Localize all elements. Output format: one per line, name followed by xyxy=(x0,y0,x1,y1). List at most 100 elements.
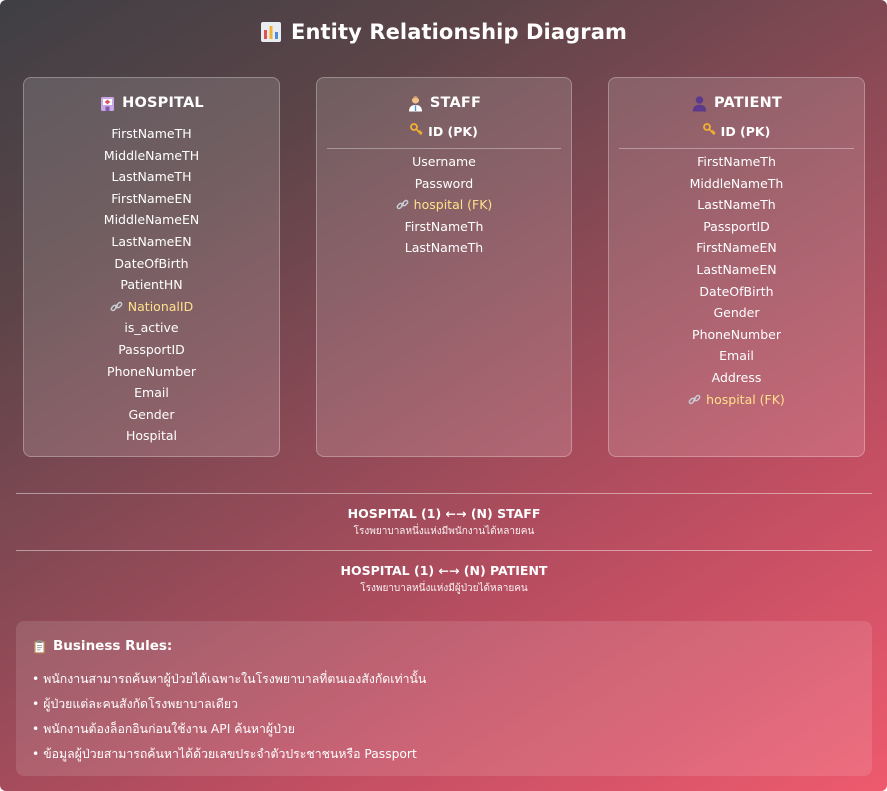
entity-field-label: LastNameEN xyxy=(696,261,777,277)
entity-field: LastNameEN xyxy=(609,259,864,281)
entity-field-label: hospital (FK) xyxy=(706,391,785,407)
bar-chart-icon xyxy=(260,21,282,43)
business-rule-item: •ผู้ป่วยแต่ละคนสังกัดโรงพยาบาลเดียว xyxy=(32,692,856,717)
entity-field: Email xyxy=(609,345,864,367)
bullet-icon: • xyxy=(32,722,40,736)
entity-field-label: LastNameTh xyxy=(697,197,776,213)
entity-card-hospital: HOSPITAL FirstNameTH MiddleNameTH LastName… xyxy=(23,77,280,457)
business-rules-list: •พนักงานสามารถค้นหาผู้ป่วยได้เฉพาะในโรงพ… xyxy=(32,667,856,767)
business-rules-panel: Business Rules: •พนักงานสามารถค้นหาผู้ป่… xyxy=(16,621,872,776)
entity-field-label: PhoneNumber xyxy=(107,363,196,379)
link-icon xyxy=(396,198,409,211)
entity-header-staff: STAFF xyxy=(317,93,571,113)
page-title-text: Entity Relationship Diagram xyxy=(291,20,627,44)
entity-field-label: Gender xyxy=(128,406,175,422)
primary-key-label-patient: ID (PK) xyxy=(720,124,771,139)
entity-field: Gender xyxy=(24,404,279,426)
business-rules-title: Business Rules: xyxy=(53,638,173,654)
entity-field: is_active xyxy=(24,317,279,339)
primary-key-row-staff: ID (PK) xyxy=(327,123,561,149)
entity-field: PassportID xyxy=(24,339,279,361)
entity-field: NationalID xyxy=(24,296,279,318)
entity-field: MiddleNameTh xyxy=(609,173,864,195)
entity-header-hospital: HOSPITAL xyxy=(24,93,279,113)
link-icon xyxy=(110,300,123,313)
key-icon xyxy=(702,123,716,136)
relationship-label: HOSPITAL (1) ←→ (N) PATIENT xyxy=(340,563,548,578)
entity-field: LastNameTH xyxy=(24,166,279,188)
relationship-description: โรงพยาบาลหนึ่งแห่งมีพนักงานได้หลายคน xyxy=(353,526,535,537)
entity-field-label: LastNameEN xyxy=(111,233,192,249)
entity-name-patient: PATIENT xyxy=(713,95,782,111)
entity-field-label: is_active xyxy=(124,320,179,336)
entity-field: Username xyxy=(317,151,571,173)
entity-field: Email xyxy=(24,382,279,404)
entity-field-label: PhoneNumber xyxy=(692,326,781,342)
entity-header-patient: PATIENT xyxy=(609,93,864,113)
entity-field: LastNameTh xyxy=(609,194,864,216)
entity-field-label: FirstNameTh xyxy=(697,154,776,169)
hospital-icon xyxy=(99,95,116,112)
key-icon xyxy=(410,123,423,136)
entity-field-label: FirstNameEN xyxy=(111,190,192,206)
business-rule-text: ข้อมูลผู้ป่วยสามารถค้นหาได้ด้วยเลขประจำต… xyxy=(43,747,417,761)
primary-key-row-patient: ID (PK) xyxy=(619,123,854,149)
bullet-icon: • xyxy=(32,697,40,711)
entity-field: PhoneNumber xyxy=(24,361,279,383)
entity-field-label: Gender xyxy=(713,305,760,321)
business-rule-item: •พนักงานสามารถค้นหาผู้ป่วยได้เฉพาะในโรงพ… xyxy=(32,667,856,692)
page-title: Entity Relationship Diagram xyxy=(0,20,887,44)
relationship-hospital-patient: HOSPITAL (1) ←→ (N) PATIENT โรงพยาบาลหนึ… xyxy=(16,550,872,596)
entity-field-label: FirstNameEN xyxy=(696,240,777,256)
entity-field-label: DateOfBirth xyxy=(699,283,774,299)
entity-field: DateOfBirth xyxy=(609,281,864,303)
business-rule-text: ผู้ป่วยแต่ละคนสังกัดโรงพยาบาลเดียว xyxy=(43,697,238,711)
entity-field: MiddleNameEN xyxy=(24,209,279,231)
business-rule-item: •พนักงานต้องล็อกอินก่อนใช้งาน API ค้นหาผ… xyxy=(32,717,856,742)
entity-field-label: FirstNameTH xyxy=(111,126,192,141)
entity-field-label: hospital (FK) xyxy=(413,197,493,213)
relationship-hospital-staff: HOSPITAL (1) ←→ (N) STAFF โรงพยาบาลหนึ่ง… xyxy=(16,493,872,539)
entity-field-label: PatientHN xyxy=(120,277,183,293)
entity-field-label: DateOfBirth xyxy=(114,255,189,271)
entity-field: Hospital xyxy=(24,425,279,447)
entity-field-label: Address xyxy=(711,369,762,385)
person-icon xyxy=(691,95,708,112)
entity-field: FirstNameTh xyxy=(609,151,864,173)
entity-field-label: Email xyxy=(719,348,754,364)
entity-field: PassportID xyxy=(609,216,864,238)
entity-field: FirstNameEN xyxy=(609,237,864,259)
entity-name-hospital: HOSPITAL xyxy=(122,95,204,111)
entity-field-label: NationalID xyxy=(127,298,194,314)
primary-key-label-staff: ID (PK) xyxy=(428,124,478,139)
entity-field: FirstNameTh xyxy=(317,216,571,238)
entity-field: Address xyxy=(609,367,864,389)
entity-field-label: FirstNameTh xyxy=(404,218,484,234)
doctor-icon xyxy=(407,95,424,112)
entity-field-label: LastNameTh xyxy=(404,240,484,256)
entity-field-label: PassportID xyxy=(703,218,770,234)
business-rule-text: พนักงานสามารถค้นหาผู้ป่วยได้เฉพาะในโรงพย… xyxy=(43,672,427,686)
relationship-description: โรงพยาบาลหนึ่งแห่งมีผู้ป่วยได้หลายคน xyxy=(360,583,528,594)
entity-field-label: Username xyxy=(412,154,476,169)
link-icon xyxy=(688,393,701,406)
business-rule-item: •ข้อมูลผู้ป่วยสามารถค้นหาได้ด้วยเลขประจำ… xyxy=(32,742,856,767)
business-rules-header: Business Rules: xyxy=(32,637,856,655)
entity-field-label: MiddleNameTH xyxy=(103,147,200,163)
business-rule-text: พนักงานต้องล็อกอินก่อนใช้งาน API ค้นหาผู… xyxy=(43,722,296,736)
entity-field-label: Email xyxy=(134,385,169,401)
entity-field: hospital (FK) xyxy=(609,389,864,411)
entity-field-label: LastNameTH xyxy=(111,169,192,185)
entity-name-staff: STAFF xyxy=(429,95,482,111)
bullet-icon: • xyxy=(32,747,40,761)
entity-field: MiddleNameTH xyxy=(24,145,279,167)
clipboard-icon xyxy=(32,639,47,654)
entity-field-label: MiddleNameTh xyxy=(689,175,784,191)
entity-field: LastNameTh xyxy=(317,237,571,259)
entity-field-label: MiddleNameEN xyxy=(103,212,200,228)
